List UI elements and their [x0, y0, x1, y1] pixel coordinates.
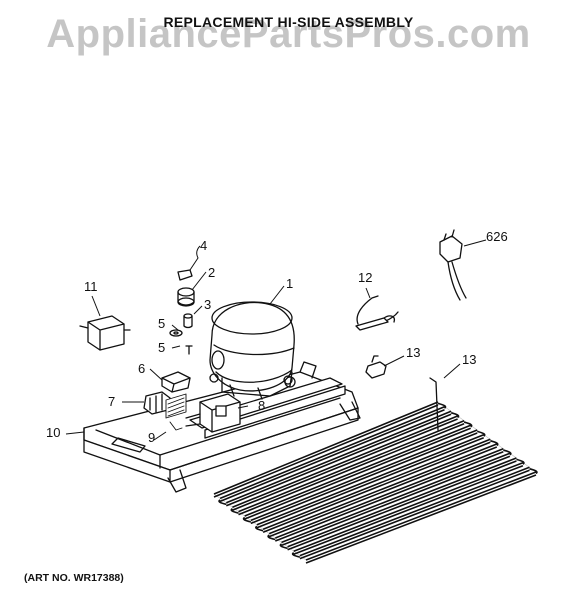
- callout-5-lower: 5: [158, 340, 165, 355]
- callout-10: 10: [46, 425, 60, 440]
- callout-8: 8: [258, 398, 265, 413]
- compressor: [209, 301, 295, 400]
- callout-6: 6: [138, 361, 145, 376]
- callout-labels: 4 2 3 5 5 6 7 1 8 9 10 11 12 13 13 626: [46, 229, 508, 445]
- callout-2: 2: [208, 265, 215, 280]
- callout-13-condenser: 13: [462, 352, 476, 367]
- hatched-bracket: [165, 393, 187, 431]
- tubing-clip: [355, 295, 399, 331]
- callout-11: 11: [84, 279, 98, 294]
- terminal-block: [143, 391, 171, 415]
- callout-9: 9: [148, 430, 155, 445]
- start-device: [185, 393, 241, 433]
- power-cord: [439, 229, 467, 301]
- art-number: (ART NO. WR17388): [24, 572, 124, 584]
- watermark-logo: AppliancePartsPros.com: [46, 12, 531, 56]
- callout-1: 1: [286, 276, 293, 291]
- tube-clamp: [365, 355, 387, 379]
- callout-4: 4: [200, 238, 207, 253]
- diagram-title: REPLACEMENT HI-SIDE ASSEMBLY: [163, 14, 414, 30]
- callout-7: 7: [108, 394, 115, 409]
- relay-overload: [79, 315, 131, 351]
- leader-lines: [65, 239, 487, 441]
- clip-part: [161, 371, 191, 393]
- callout-13-clamp: 13: [406, 345, 420, 360]
- callout-5-upper: 5: [158, 316, 165, 331]
- callout-626: 626: [486, 229, 508, 244]
- coil-tube-path: [213, 401, 538, 564]
- callout-3: 3: [204, 297, 211, 312]
- small-parts-stack: [169, 269, 195, 355]
- condenser-tubes: [213, 401, 538, 564]
- callout-12: 12: [358, 270, 372, 285]
